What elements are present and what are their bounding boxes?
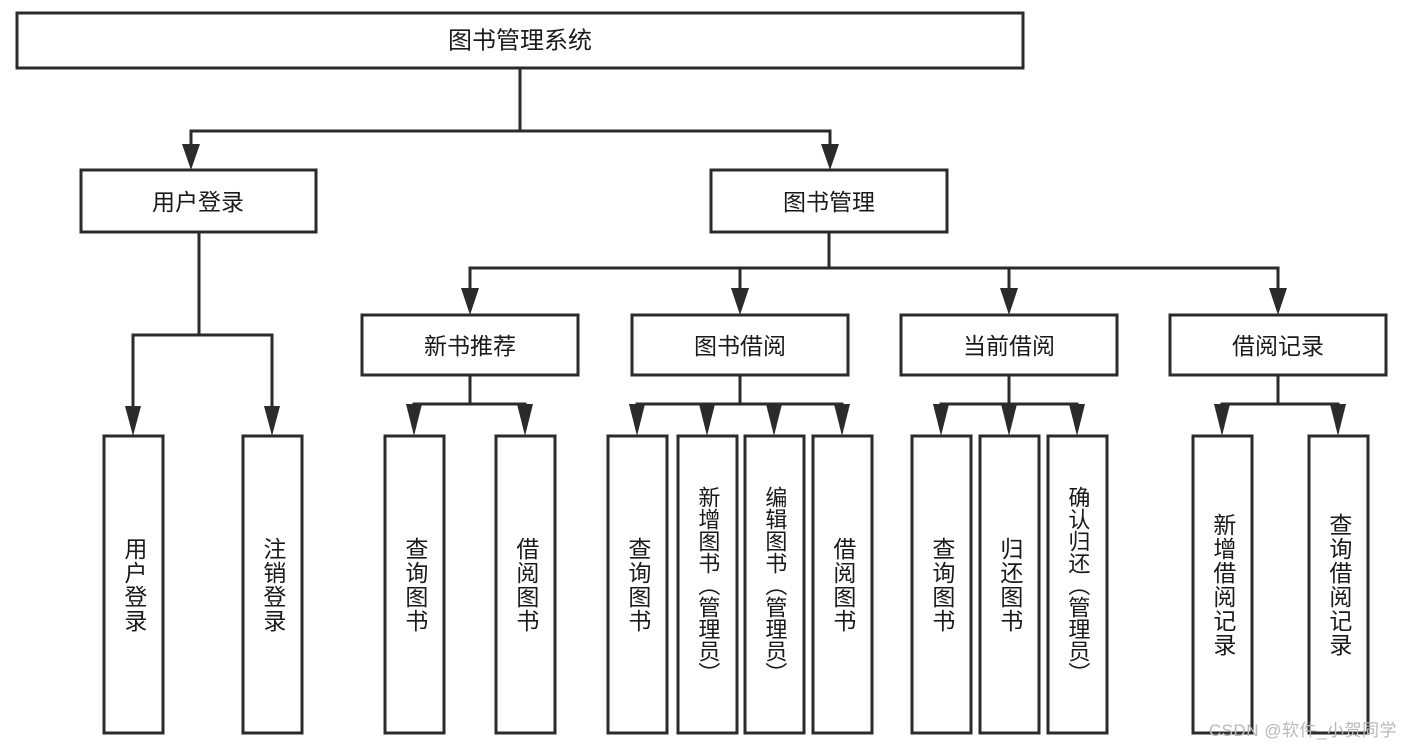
node-user-login[interactable]: 用户登录 xyxy=(79,168,318,234)
node-book-borrow[interactable]: 图书借阅 xyxy=(630,313,850,377)
arrowhead-leaf-cb-1 xyxy=(933,404,949,436)
arrowhead-leaf-bb-4 xyxy=(834,404,850,436)
connector-group-borrow-record-children xyxy=(1214,373,1346,436)
arrowhead-leaf-bb-3 xyxy=(766,404,782,436)
node-root-box[interactable] xyxy=(15,11,1025,70)
node-new-book-rec-label: 新书推荐 xyxy=(424,333,516,359)
leaf-box-borrow-record-2[interactable] xyxy=(1307,434,1370,735)
leaf-box-current-borrow-3[interactable] xyxy=(1046,434,1109,735)
node-user-login-label: 用户登录 xyxy=(152,189,244,215)
leaf-box-current-borrow-2[interactable] xyxy=(978,434,1041,735)
node-current-borrow-box[interactable] xyxy=(899,313,1119,377)
node-book-manage[interactable]: 图书管理 xyxy=(709,168,949,234)
leaf-group-borrow-record xyxy=(1191,434,1370,735)
leaf-group-current-borrow xyxy=(910,434,1109,735)
arrowhead-leaf-nbr-2 xyxy=(517,404,533,436)
node-current-borrow-label: 当前借阅 xyxy=(963,333,1055,359)
arrowhead-borrow-record xyxy=(1269,288,1287,315)
node-borrow-record-box[interactable] xyxy=(1168,313,1388,377)
leaf-group-user-login xyxy=(102,434,304,735)
arrowhead-leaf-user-login-1 xyxy=(125,406,141,436)
leaf-box-user-login-2[interactable] xyxy=(241,434,304,735)
arrowhead-user-login xyxy=(182,144,200,170)
arrowhead-leaf-user-login-2 xyxy=(264,406,280,436)
leaf-box-current-borrow-1[interactable] xyxy=(910,434,973,735)
node-book-borrow-label: 图书借阅 xyxy=(694,333,786,359)
leaf-group-book-borrow xyxy=(606,434,874,735)
node-borrow-record-label: 借阅记录 xyxy=(1232,333,1324,359)
arrowhead-leaf-br-2 xyxy=(1330,404,1346,436)
node-book-borrow-box[interactable] xyxy=(630,313,850,377)
arrowhead-new-book-rec xyxy=(461,288,479,315)
connector-group-book-manage-children xyxy=(461,230,1287,315)
connector-group-new-book-rec-children xyxy=(406,373,533,436)
connector-group-book-borrow-children xyxy=(629,373,850,436)
node-book-manage-label: 图书管理 xyxy=(783,189,875,215)
connector-group-current-borrow-children xyxy=(933,373,1085,436)
node-borrow-record[interactable]: 借阅记录 xyxy=(1168,313,1388,377)
leaf-box-new-book-rec-2[interactable] xyxy=(494,434,557,735)
node-user-login-box[interactable] xyxy=(79,168,318,234)
node-root[interactable]: 图书管理系统 xyxy=(15,11,1025,70)
leaf-box-book-borrow-3[interactable] xyxy=(743,434,806,735)
node-new-book-rec-box[interactable] xyxy=(360,313,580,377)
arrowhead-leaf-bb-1 xyxy=(629,404,645,436)
leaf-box-book-borrow-2[interactable] xyxy=(676,434,739,735)
arrowhead-book-manage xyxy=(821,144,839,170)
connector-group-user-login-children xyxy=(125,230,280,436)
arrowhead-leaf-cb-2 xyxy=(1001,404,1017,436)
leaf-group-new-book-rec xyxy=(383,434,557,735)
leaf-box-borrow-record-1[interactable] xyxy=(1191,434,1254,735)
arrowhead-leaf-br-1 xyxy=(1214,404,1230,436)
leaf-box-new-book-rec-1[interactable] xyxy=(383,434,446,735)
arrowhead-current-borrow xyxy=(1000,288,1018,315)
leaf-box-user-login-1[interactable] xyxy=(102,434,165,735)
leaf-box-book-borrow-1[interactable] xyxy=(606,434,669,735)
arrowhead-leaf-bb-2 xyxy=(699,404,715,436)
connector-group-root-to-level2 xyxy=(182,66,839,170)
arrowhead-leaf-nbr-1 xyxy=(406,404,422,436)
arrowhead-leaf-cb-3 xyxy=(1069,404,1085,436)
node-root-label: 图书管理系统 xyxy=(448,28,592,55)
node-book-manage-box[interactable] xyxy=(709,168,949,234)
arrowhead-book-borrow xyxy=(731,288,749,315)
leaf-box-book-borrow-4[interactable] xyxy=(811,434,874,735)
node-current-borrow[interactable]: 当前借阅 xyxy=(899,313,1119,377)
node-new-book-rec[interactable]: 新书推荐 xyxy=(360,313,580,377)
